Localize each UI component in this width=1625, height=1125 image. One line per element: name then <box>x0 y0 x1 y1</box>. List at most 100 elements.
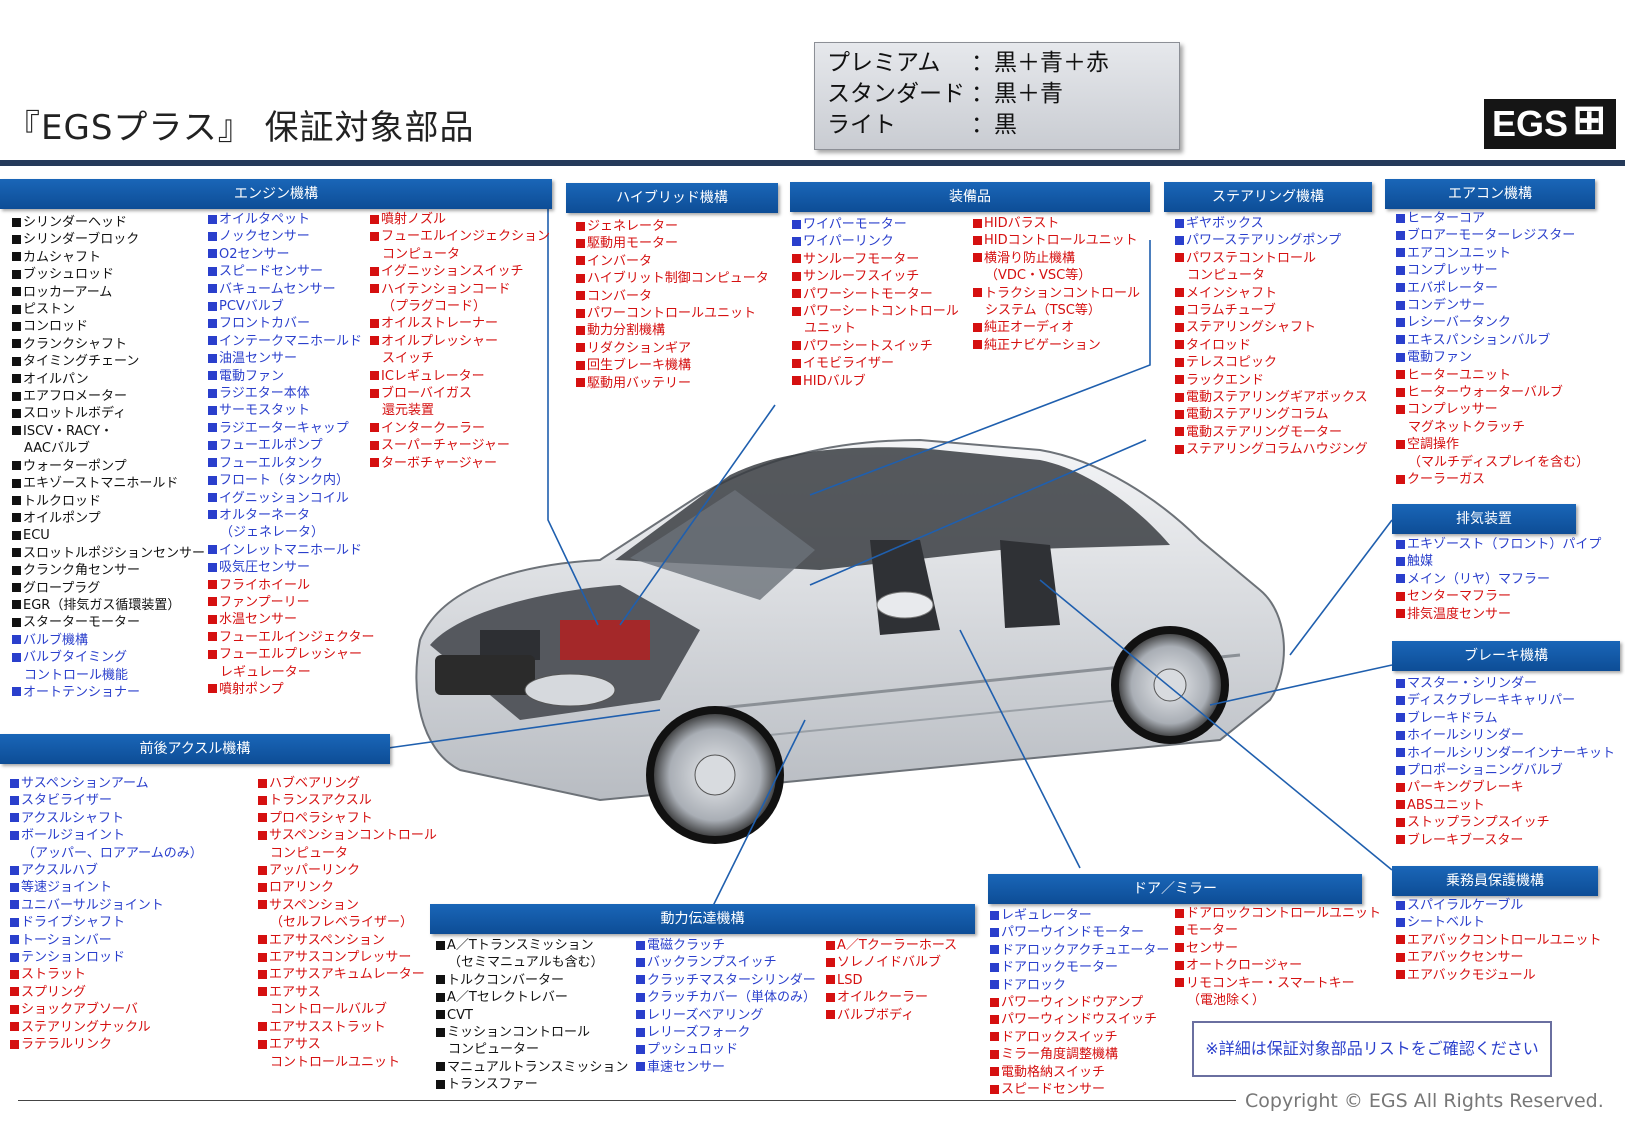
part-item: バキュームセンサー <box>208 281 374 298</box>
part-label: サスペンション <box>269 897 359 913</box>
part-item: コントロール機能 <box>12 667 205 684</box>
part-item: タイミングチェーン <box>12 353 205 370</box>
part-label: オイルストレーナー <box>381 316 499 332</box>
bullet-square-icon <box>208 684 217 694</box>
part-label: ノックセンサー <box>219 229 310 245</box>
part-label: アクスルシャフト <box>21 810 124 826</box>
part-item: トルクコンバーター <box>436 972 628 989</box>
bullet-square-icon <box>258 935 267 945</box>
bullet-square-icon <box>208 336 217 346</box>
part-item: オートクロージャー <box>1175 957 1381 974</box>
part-item: サンルーフスイッチ <box>792 268 959 285</box>
part-item: システム（TSC等） <box>973 302 1140 319</box>
bullet-square-icon <box>1396 935 1405 945</box>
part-label: （ジェネレータ） <box>220 525 325 541</box>
part-label: プロポーショニングバルブ <box>1407 763 1563 779</box>
part-item: エアサスストラット <box>258 1019 437 1036</box>
part-label: 等速ジョイント <box>21 880 113 896</box>
part-label: 車速センサー <box>647 1059 726 1075</box>
part-label: AACバルブ <box>24 441 90 457</box>
part-item: パワーウィンドウスイッチ <box>990 1011 1169 1028</box>
bullet-square-icon <box>258 969 267 979</box>
bullet-square-icon <box>636 1044 645 1054</box>
part-label: メイン（リヤ）マフラー <box>1407 571 1551 587</box>
part-item: （アッパー、ロアアームのみ） <box>10 845 203 862</box>
part-label: 電動ファン <box>1407 350 1473 366</box>
bullet-square-icon <box>990 1067 999 1077</box>
bullet-square-icon <box>12 269 21 279</box>
part-label: スパイラルケーブル <box>1407 898 1524 913</box>
part-item: コンバータ <box>576 288 769 305</box>
bullet-square-icon <box>10 813 19 823</box>
part-label: トラクションコントロール <box>984 285 1141 301</box>
bullet-square-icon <box>12 600 21 610</box>
part-item: シリンダーブロック <box>12 231 205 248</box>
part-label: サンルーフモーター <box>803 251 920 267</box>
part-label: レリーズベアリング <box>647 1007 764 1023</box>
part-label: ギヤボックス <box>1186 216 1264 231</box>
bullet-square-icon <box>370 388 379 398</box>
part-item: フューエルプレッシャー <box>208 646 374 663</box>
legend-key: プレミアム <box>827 50 941 76</box>
bullet-square-icon <box>576 256 585 266</box>
hybrid-list: ジェネレーター駆動用モーターインバータハイブリット制御コンピュータコンバータパワ… <box>576 218 769 392</box>
part-item: サンルーフモーター <box>792 251 959 268</box>
part-item: バルブ機構 <box>12 632 205 649</box>
part-label: バルブ機構 <box>23 632 89 648</box>
bullet-square-icon <box>826 1010 835 1020</box>
part-item: クラッチマスターシリンダー <box>636 972 816 989</box>
part-label: シリンダーヘッド <box>23 215 128 230</box>
part-label: ドアロックモーター <box>1001 960 1119 976</box>
part-item: ソレノイドバルブ <box>826 954 957 971</box>
part-item: コンピュータ <box>1175 267 1368 284</box>
part-label: ソレノイドバルブ <box>837 955 942 971</box>
part-item: フューエルタンク <box>208 455 374 472</box>
bullet-square-icon <box>10 865 19 875</box>
part-item: タイロッド <box>1175 337 1368 354</box>
bullet-square-icon <box>826 940 835 950</box>
part-item: A／Tトランスミッション <box>436 937 628 954</box>
bullet-square-icon <box>208 388 217 398</box>
footer-rule <box>18 1100 1236 1101</box>
part-label: 噴射ポンプ <box>219 681 284 697</box>
part-label: 吸気圧センサー <box>219 560 311 576</box>
part-label: エアフロメーター <box>23 389 128 405</box>
engine-list-col1: シリンダーヘッドシリンダーブロックカムシャフトブッシュロッドロッカーアームピスト… <box>12 214 205 701</box>
part-label: ヒーターユニット <box>1407 367 1512 383</box>
bullet-square-icon <box>1396 474 1405 484</box>
part-item: トランスアクスル <box>258 792 437 809</box>
part-item: コンプレッサー <box>1396 262 1589 279</box>
part-label: クランク角センサー <box>23 563 141 579</box>
part-label: 純正ナビゲーション <box>984 337 1101 353</box>
part-item: ステアリングシャフト <box>1175 319 1368 336</box>
drivetrain-list-col2: 電磁クラッチバックランプスイッチクラッチマスターシリンダークラッチカバー（単体の… <box>636 937 816 1076</box>
bullet-square-icon <box>12 252 21 262</box>
part-item: LSD <box>826 972 957 989</box>
legend-value: ：黒＋青＋赤 <box>971 50 1109 76</box>
part-label: ISCV・RACY・ <box>23 423 114 439</box>
occupant-list: スパイラルケーブルシートベルトエアバックコントロールユニットエアバックセンサーエ… <box>1396 897 1601 984</box>
part-label: ファンプーリー <box>219 594 310 610</box>
part-item: EGR（排気ガス循環装置） <box>12 597 205 614</box>
part-item: バルブボディ <box>826 1007 957 1024</box>
part-label: クーラーガス <box>1407 472 1486 488</box>
part-label: フロート（タンク内） <box>219 473 350 489</box>
part-item: ドアロックアクチュエーター <box>990 942 1169 959</box>
part-label: ボールジョイント <box>21 828 126 844</box>
bullet-square-icon <box>1396 765 1405 775</box>
part-label: インタークーラー <box>381 420 486 436</box>
bullet-square-icon <box>208 545 217 555</box>
bullet-square-icon <box>1175 235 1184 245</box>
part-label: フューエルプレッシャー <box>219 647 363 663</box>
bullet-square-icon <box>258 795 267 805</box>
part-item: スピードセンサー <box>208 263 374 280</box>
bullet-square-icon <box>1396 609 1405 619</box>
axle-header: 前後アクスル機構 <box>0 734 390 764</box>
bullet-square-icon <box>208 284 217 294</box>
bullet-square-icon <box>10 882 19 892</box>
part-item: ABSユニット <box>1396 797 1615 814</box>
bullet-square-icon <box>436 992 445 1002</box>
bullet-square-icon <box>208 562 217 572</box>
part-item: ラックエンド <box>1175 372 1368 389</box>
